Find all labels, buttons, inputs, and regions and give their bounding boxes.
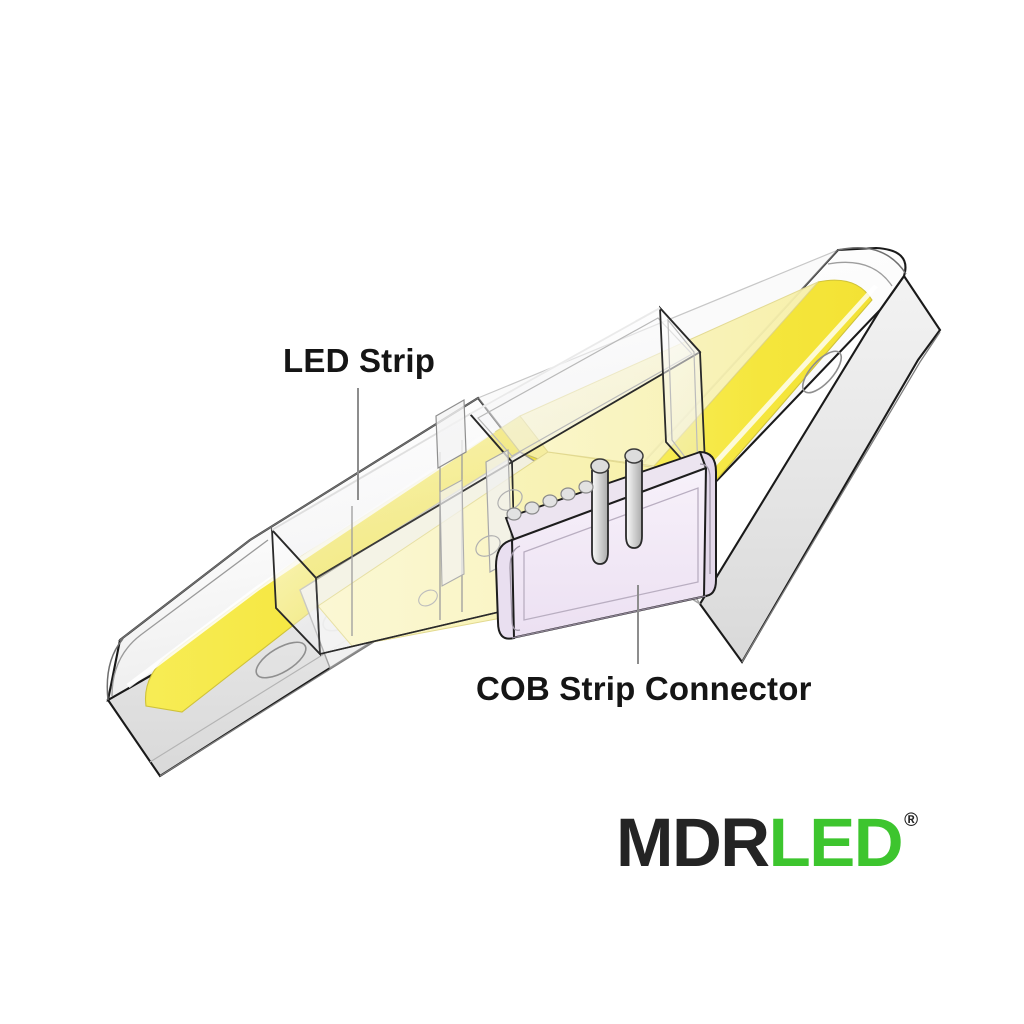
callout-label-cob-strip-connector: COB Strip Connector: [476, 670, 812, 707]
cover-rim-highlight: [469, 306, 661, 416]
strip-upper-endcap-edge: [837, 247, 907, 275]
callout-label-led-strip: LED Strip: [283, 342, 436, 379]
brand-logo: MDR LED ®: [616, 808, 918, 877]
transparent-cover-sleeve: [270, 305, 708, 657]
strip-lower-endcap-inner: [111, 539, 269, 697]
cover-internal-boss-3: [418, 589, 438, 607]
connector-right-endcap-inner: [699, 463, 711, 574]
cover-internal-boss-2: [475, 535, 501, 557]
cob-strip-connector: [494, 448, 717, 640]
strip-upper-chamfer: [741, 331, 941, 663]
connector-contact-teeth: [506, 480, 594, 521]
strip-lower-endcap-edge: [106, 397, 479, 701]
cover-clip-detail: [435, 398, 467, 470]
cover-internal-latch-2: [439, 479, 465, 587]
strip-upper-endcap-inner: [827, 261, 893, 287]
connector-bottom-edge: [511, 595, 707, 639]
connector-right-endcap: [698, 450, 717, 598]
connector-contact-pin-2: [625, 460, 643, 549]
connector-contact-pin-1: [591, 470, 609, 565]
strip-upper-oval-marking: [801, 350, 843, 394]
registered-trademark-icon: ®: [904, 810, 919, 831]
strip-upper-cob-phosphor: [653, 279, 873, 511]
logo-text-mdr: MDR: [616, 804, 770, 881]
connector-pin-head-2: [624, 448, 644, 464]
connector-left-endcap-inner: [509, 545, 521, 631]
strip-lower-oval-marking-1: [255, 641, 307, 679]
connector-pin-head-1: [590, 458, 610, 474]
logo-text-led: LED: [768, 804, 904, 881]
